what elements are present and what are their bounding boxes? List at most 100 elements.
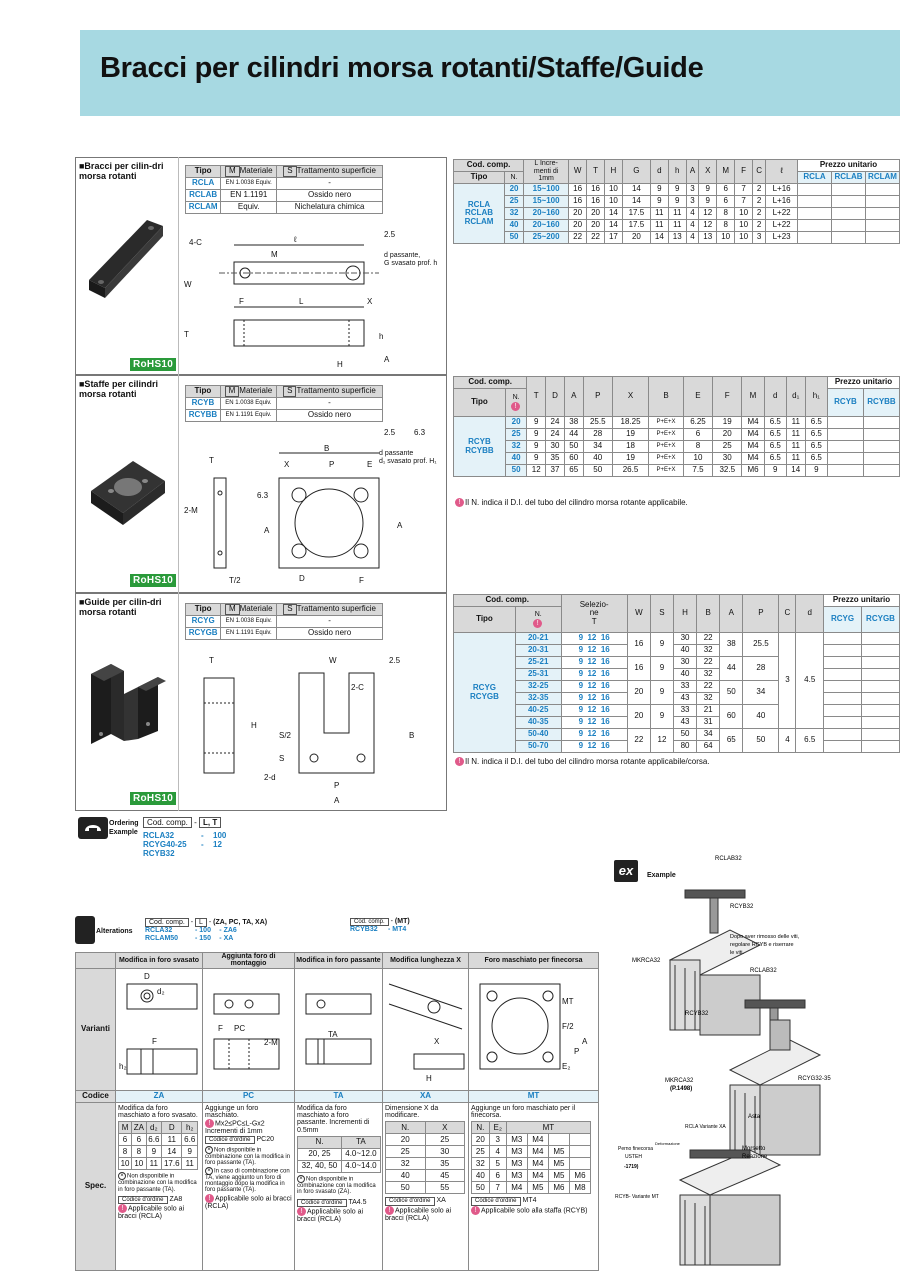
guide-dimension-table: Cod. comp. Selezio- ne T W S H B A P C d… xyxy=(453,594,900,753)
svg-text:h: h xyxy=(379,332,383,341)
svg-text:T/2: T/2 xyxy=(229,576,241,585)
svg-text:A: A xyxy=(334,796,340,805)
svg-text:X: X xyxy=(434,1037,440,1046)
svg-text:F: F xyxy=(152,1037,157,1046)
svg-text:2.5: 2.5 xyxy=(384,230,396,239)
svg-text:Perno finecorsa: Perno finecorsa xyxy=(618,1146,653,1152)
warning-icon: × xyxy=(205,1166,213,1175)
svg-text:d₁ svasato prof. H₁: d₁ svasato prof. H₁ xyxy=(379,458,437,465)
svg-text:X: X xyxy=(367,297,373,306)
section-guide-title: ■Guide per cilin-dri morsa rotanti xyxy=(79,597,162,617)
ordering-phone-icon xyxy=(78,817,108,839)
svg-text:F: F xyxy=(359,576,364,585)
bracci-drawing: ℓ 4-C M W 2.5 d passante, G svasato prof… xyxy=(184,230,437,369)
svg-text:6.3: 6.3 xyxy=(257,491,269,500)
svg-text:2-M: 2-M xyxy=(264,1038,278,1047)
note-icon: ! xyxy=(205,1119,214,1129)
svg-text:T: T xyxy=(209,456,214,465)
svg-text:-1719): -1719) xyxy=(624,1164,639,1170)
svg-text:2-d: 2-d xyxy=(264,773,276,782)
rohs-badge: RoHS10 xyxy=(130,792,177,805)
svg-text:MKRCA32: MKRCA32 xyxy=(665,1078,694,1084)
alterations-table: Modifica in foro svasato Aggiunta foro d… xyxy=(75,952,599,1271)
svg-text:RCYG32-35: RCYG32-35 xyxy=(798,1076,831,1082)
svg-text:W: W xyxy=(329,656,337,665)
svg-text:P: P xyxy=(329,460,334,469)
svg-text:Dopo aver rimosso delle viti,: Dopo aver rimosso delle viti, xyxy=(730,934,800,940)
svg-text:Morsetto: Morsetto xyxy=(742,1146,766,1152)
svg-text:P: P xyxy=(574,1047,579,1056)
title-banner xyxy=(80,30,900,116)
staffe-dimension-table: Cod. comp. T D A P X B E F M d d₁ h₁ Pre… xyxy=(452,376,900,477)
staffe-photo xyxy=(91,461,165,525)
svg-text:A: A xyxy=(384,355,390,364)
rohs-badge: RoHS10 xyxy=(130,574,177,587)
svg-text:G svasato prof. h: G svasato prof. h xyxy=(384,260,437,267)
note-icon: ! xyxy=(297,1206,306,1216)
spec-za: Modifica da foro maschiato a foro svasat… xyxy=(115,1101,203,1271)
ordering-label: Ordering Example xyxy=(109,820,139,836)
alterations-box1: Cod. comp. - L - (ZA, PC, TA, XA) RCLA32… xyxy=(145,918,268,942)
svg-text:Asta: Asta xyxy=(748,1114,761,1120)
spec-pc: Aggiunge un foro maschiato. !Mx2≤PC≤L-Gx… xyxy=(202,1101,295,1271)
svg-text:E₂: E₂ xyxy=(562,1062,570,1071)
alterations-box2: Cod. comp. - (MT) RCYB32- MT4 xyxy=(350,918,410,933)
svg-text:RCYB- Variante MT: RCYB- Variante MT xyxy=(615,1194,659,1200)
svg-text:MT: MT xyxy=(562,997,574,1006)
svg-text:S: S xyxy=(279,754,284,763)
svg-text:X: X xyxy=(284,460,290,469)
spec-mt: Aggiunge un foro maschiato per il fineco… xyxy=(468,1101,599,1271)
svg-text:A: A xyxy=(264,526,270,535)
svg-text:P: P xyxy=(334,781,339,790)
svg-text:d passante,: d passante, xyxy=(384,252,420,259)
section-bracci-title: ■Bracci per cilin-dri morsa rotanti xyxy=(79,161,164,181)
svg-text:le viti.: le viti. xyxy=(730,950,745,956)
note-icon: ! xyxy=(118,1204,127,1214)
warning-icon: × xyxy=(205,1146,213,1155)
svg-text:2.5: 2.5 xyxy=(389,656,401,665)
svg-text:F: F xyxy=(239,297,244,306)
svg-text:D: D xyxy=(144,972,150,981)
guide-photo xyxy=(91,664,166,744)
spec-ta: Modifica da foro maschiato a foro passan… xyxy=(294,1101,383,1271)
note-icon: ! xyxy=(205,1193,214,1203)
svg-text:H: H xyxy=(426,1074,432,1083)
note-icon: ! xyxy=(511,401,521,411)
svg-text:(P.1498): (P.1498) xyxy=(670,1086,692,1092)
svg-text:TA: TA xyxy=(328,1030,338,1039)
bracci-dimension-table: Cod. comp. L Incre- menti di 1mm W T H G… xyxy=(452,159,900,244)
ordering-lines: RCLA32-100 RCYG40-25-12 RCYB32 xyxy=(143,831,227,858)
svg-text:L: L xyxy=(299,297,304,306)
alterations-label: Alterations xyxy=(96,928,133,935)
svg-text:4-C: 4-C xyxy=(189,238,202,247)
svg-text:ℓ: ℓ xyxy=(293,235,297,244)
note-icon: ! xyxy=(455,498,464,508)
